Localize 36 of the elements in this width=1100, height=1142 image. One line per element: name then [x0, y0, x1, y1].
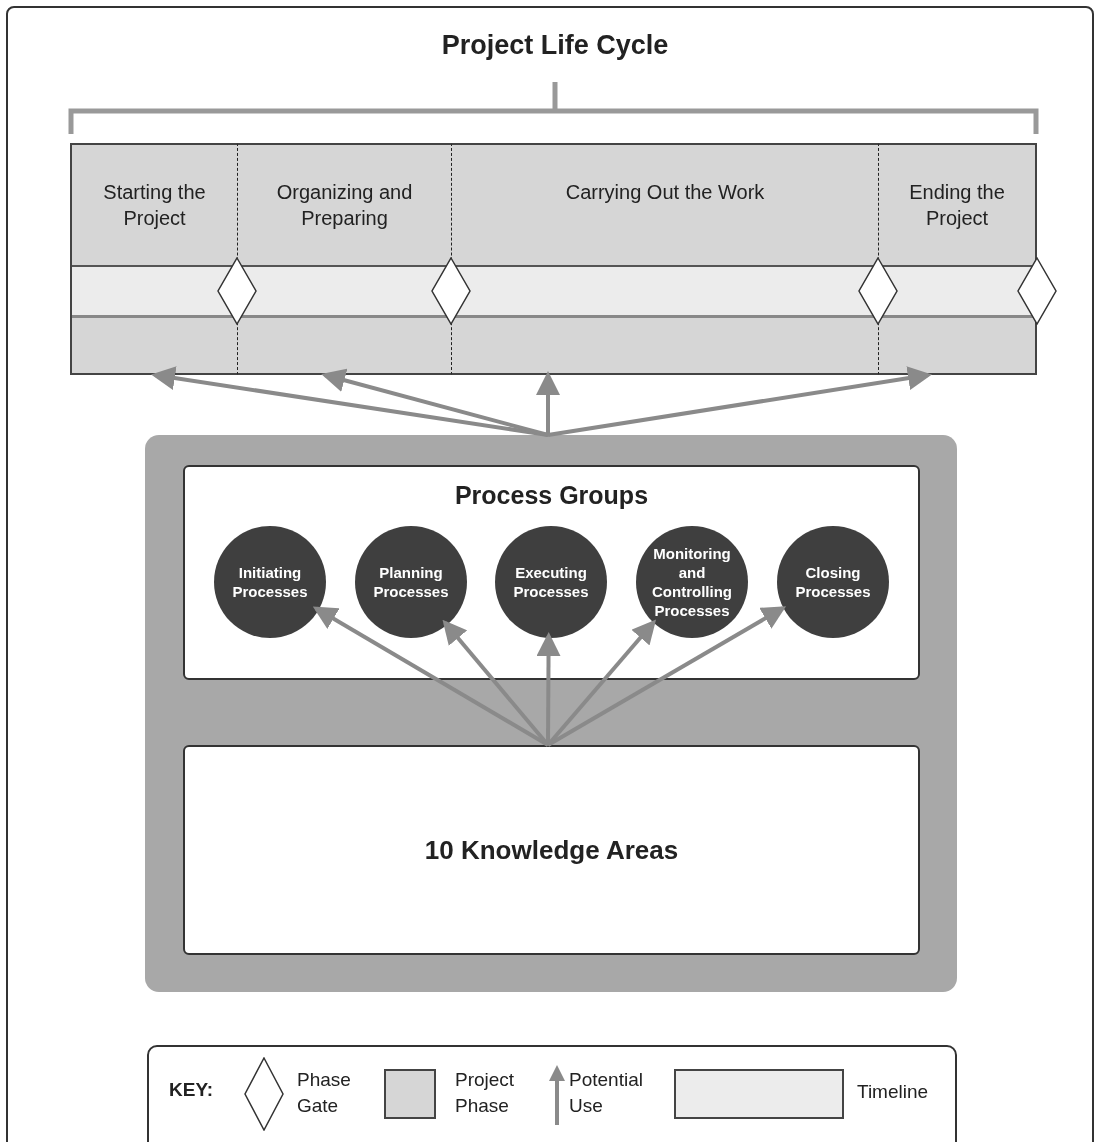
- box-label: 10 Knowledge Areas: [424, 834, 679, 866]
- arrow: [536, 632, 561, 745]
- phase-label: Ending the Project: [908, 180, 1006, 231]
- phase-gate-diamond: [1017, 257, 1057, 325]
- arrow: [536, 371, 560, 435]
- phase-column: [451, 143, 878, 375]
- arrow: [547, 366, 932, 437]
- arrow: [442, 619, 550, 747]
- phase-label: Organizing and Preparing: [275, 180, 414, 231]
- legend-text: Potential Use: [569, 1068, 644, 1118]
- arrow: [151, 366, 549, 437]
- phase-label: Carrying Out the Work: [564, 180, 766, 205]
- process-label: Closing Processes: [794, 563, 872, 601]
- phase-gate-diamond: [858, 257, 898, 325]
- arrow: [546, 619, 657, 747]
- legend-text: Timeline: [857, 1080, 930, 1104]
- knowledge-areas-box: [183, 745, 920, 955]
- phase-label: Starting the Project: [102, 180, 207, 231]
- outer-panel: [145, 435, 957, 992]
- process-label: Initiating Processes: [231, 563, 309, 601]
- process-label: Executing Processes: [512, 563, 590, 601]
- process-label: Monitoring and Controlling Processes: [651, 544, 733, 620]
- process-label: Planning Processes: [372, 563, 450, 601]
- phase-column: [70, 143, 237, 375]
- arrow: [312, 606, 549, 747]
- key-label: KEY:: [169, 1079, 213, 1101]
- legend-text: Project Phase: [455, 1068, 516, 1118]
- arrow: [547, 606, 787, 747]
- title: Project Life Cycle: [440, 30, 670, 61]
- phase-column: [237, 143, 451, 375]
- legend-text: Phase Gate: [297, 1068, 352, 1118]
- phase-gate-diamond: [431, 257, 471, 325]
- process-groups-panel: [183, 465, 920, 680]
- phase-column: [878, 143, 1037, 375]
- panel-heading: Process Groups: [453, 481, 650, 510]
- phase-gate-diamond: [217, 257, 257, 325]
